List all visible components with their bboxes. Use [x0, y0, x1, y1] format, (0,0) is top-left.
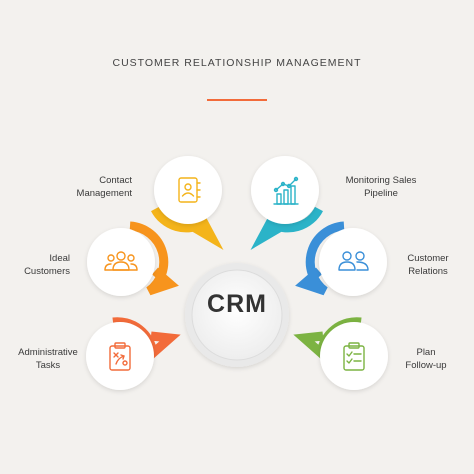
label-ideal-customers: Ideal Customers — [12, 252, 70, 278]
label-line1: Plan — [416, 347, 436, 358]
label-administrative-tasks: Administrative Tasks — [8, 346, 88, 372]
group-icon — [104, 251, 138, 271]
pipeline-ring — [250, 206, 323, 250]
label-line1: Ideal — [49, 253, 70, 264]
checklist-icon — [343, 342, 365, 371]
diagram-title: CUSTOMER RELATIONSHIP MANAGEMENT — [112, 57, 362, 69]
relations-ring — [295, 221, 345, 296]
label-line2: Follow-up — [405, 360, 447, 371]
node-contact-management — [151, 156, 224, 250]
bar-chart-icon — [273, 176, 299, 205]
label-monitoring-sales-pipeline: Monitoring Sales Pipeline — [336, 174, 426, 200]
label-line2: Pipeline — [364, 188, 398, 199]
label-line1: Customer — [407, 253, 449, 264]
node-monitoring-sales-pipeline — [250, 156, 323, 250]
title-divider — [207, 99, 267, 101]
node-ideal-customers — [87, 221, 179, 296]
users-icon — [338, 251, 369, 271]
label-line1: Administrative — [18, 347, 78, 358]
label-line1: Contact — [99, 175, 132, 186]
label-line2: Management — [76, 188, 132, 199]
ideal-ring — [129, 221, 179, 296]
clipboard-strategy-icon — [109, 342, 131, 371]
label-customer-relations: Customer Relations — [398, 252, 458, 278]
node-administrative-tasks — [86, 317, 181, 390]
node-customer-relations — [295, 221, 387, 296]
address-book-icon — [178, 177, 201, 203]
label-line2: Relations — [408, 266, 448, 277]
label-contact-management: Contact Management — [60, 174, 132, 200]
node-plan-follow-up — [293, 317, 388, 390]
label-line2: Customers — [24, 266, 70, 277]
label-plan-follow-up: Plan Follow-up — [396, 346, 456, 372]
crm-center-label: CRM — [207, 290, 267, 318]
crm-center — [185, 263, 289, 367]
contact-ring — [151, 206, 224, 250]
label-line1: Monitoring Sales — [345, 175, 417, 186]
label-line2: Tasks — [35, 360, 61, 371]
